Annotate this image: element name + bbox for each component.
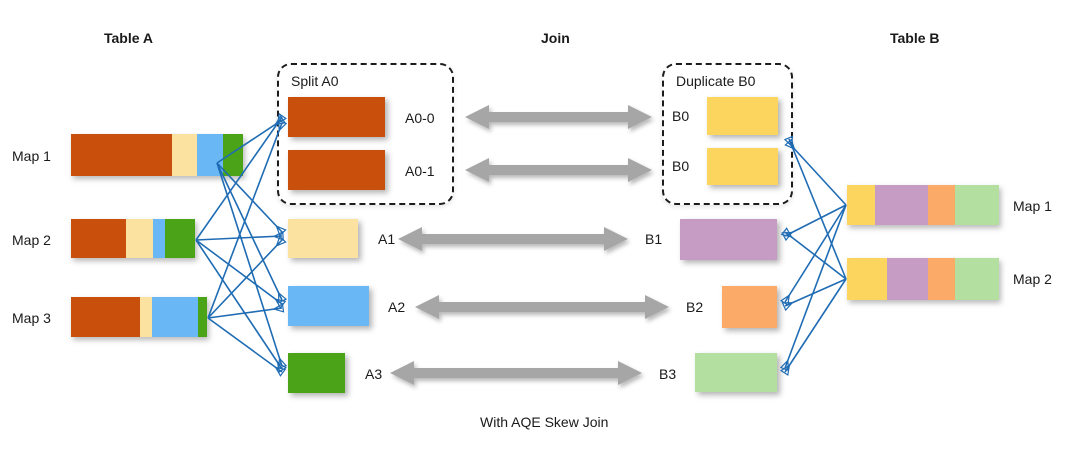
left-map-label-1: Map 1 (12, 148, 51, 164)
partition-b0-a-label: B0 (672, 108, 690, 124)
partition-b3 (695, 353, 777, 392)
right-map-label-2: Map 2 (1013, 271, 1052, 287)
left-map-1-segment-blue (197, 134, 223, 176)
right-map-2-segment-purple (887, 258, 928, 300)
left-map-3-segment-blue (152, 297, 198, 337)
left-map-label-3: Map 3 (12, 310, 51, 326)
duplicate-b0-label: Duplicate B0 (676, 73, 756, 89)
right-map-2-segment-orange (928, 258, 955, 300)
partition-a0-0 (288, 97, 385, 137)
left-map-bar-1 (71, 134, 243, 176)
partition-a3 (288, 353, 345, 393)
header-table-a: Table A (104, 30, 154, 46)
partition-b1-label: B1 (645, 231, 663, 247)
partition-a1-label: A1 (378, 231, 396, 247)
partition-b2-label: B2 (686, 299, 704, 315)
diagram-caption: With AQE Skew Join (480, 414, 609, 430)
partition-b3-label: B3 (659, 366, 677, 382)
left-map-3-segment-orange (71, 297, 140, 337)
right-map-2-segment-green (955, 258, 999, 300)
right-map-1-segment-orange (928, 185, 955, 225)
partition-a2 (288, 286, 369, 326)
partition-b0-b-label: B0 (672, 158, 690, 174)
left-map-label-2: Map 2 (12, 232, 51, 248)
left-map-2-segment-cream (126, 219, 153, 258)
join-arrow-a1 (398, 227, 628, 251)
partition-b0-b (707, 148, 778, 185)
duplicate-b0-group (662, 63, 793, 205)
right-map-2-segment-yellow (847, 258, 887, 300)
right-map-bar-1 (847, 185, 999, 225)
left-map-3-segment-green (198, 297, 207, 337)
partition-b0-a (707, 97, 778, 135)
right-map-1-segment-green (955, 185, 999, 225)
join-arrow-a0-1 (465, 158, 652, 182)
header-table-b: Table B (890, 30, 940, 46)
partition-a0-0-label: A0-0 (405, 110, 435, 126)
partition-a0-1 (288, 150, 385, 190)
shuffle-wires-right (785, 139, 847, 372)
partition-a0-1-label: A0-1 (405, 163, 435, 179)
join-arrow-a2 (415, 295, 669, 319)
split-a0-label: Split A0 (291, 73, 339, 89)
left-map-3-segment-cream (140, 297, 152, 337)
header-join: Join (541, 30, 570, 46)
left-map-2-segment-orange (71, 219, 126, 258)
left-map-bar-2 (71, 219, 195, 258)
partition-a2-label: A2 (388, 299, 406, 315)
right-map-bar-2 (847, 258, 999, 300)
join-arrow-a3 (390, 361, 642, 385)
right-map-label-1: Map 1 (1013, 198, 1052, 214)
left-map-2-segment-blue (153, 219, 165, 258)
partition-a3-label: A3 (365, 366, 383, 382)
left-map-bar-3 (71, 297, 207, 337)
left-map-1-segment-green (223, 134, 243, 176)
partition-b1 (680, 219, 777, 260)
left-map-1-segment-cream (172, 134, 197, 176)
right-map-1-segment-purple (875, 185, 928, 225)
left-map-2-segment-green (165, 219, 195, 258)
right-map-1-segment-yellow (847, 185, 875, 225)
partition-a1 (288, 219, 358, 258)
left-map-1-segment-orange (71, 134, 172, 176)
partition-b2 (722, 286, 777, 328)
join-arrow-a0-0 (465, 105, 652, 129)
